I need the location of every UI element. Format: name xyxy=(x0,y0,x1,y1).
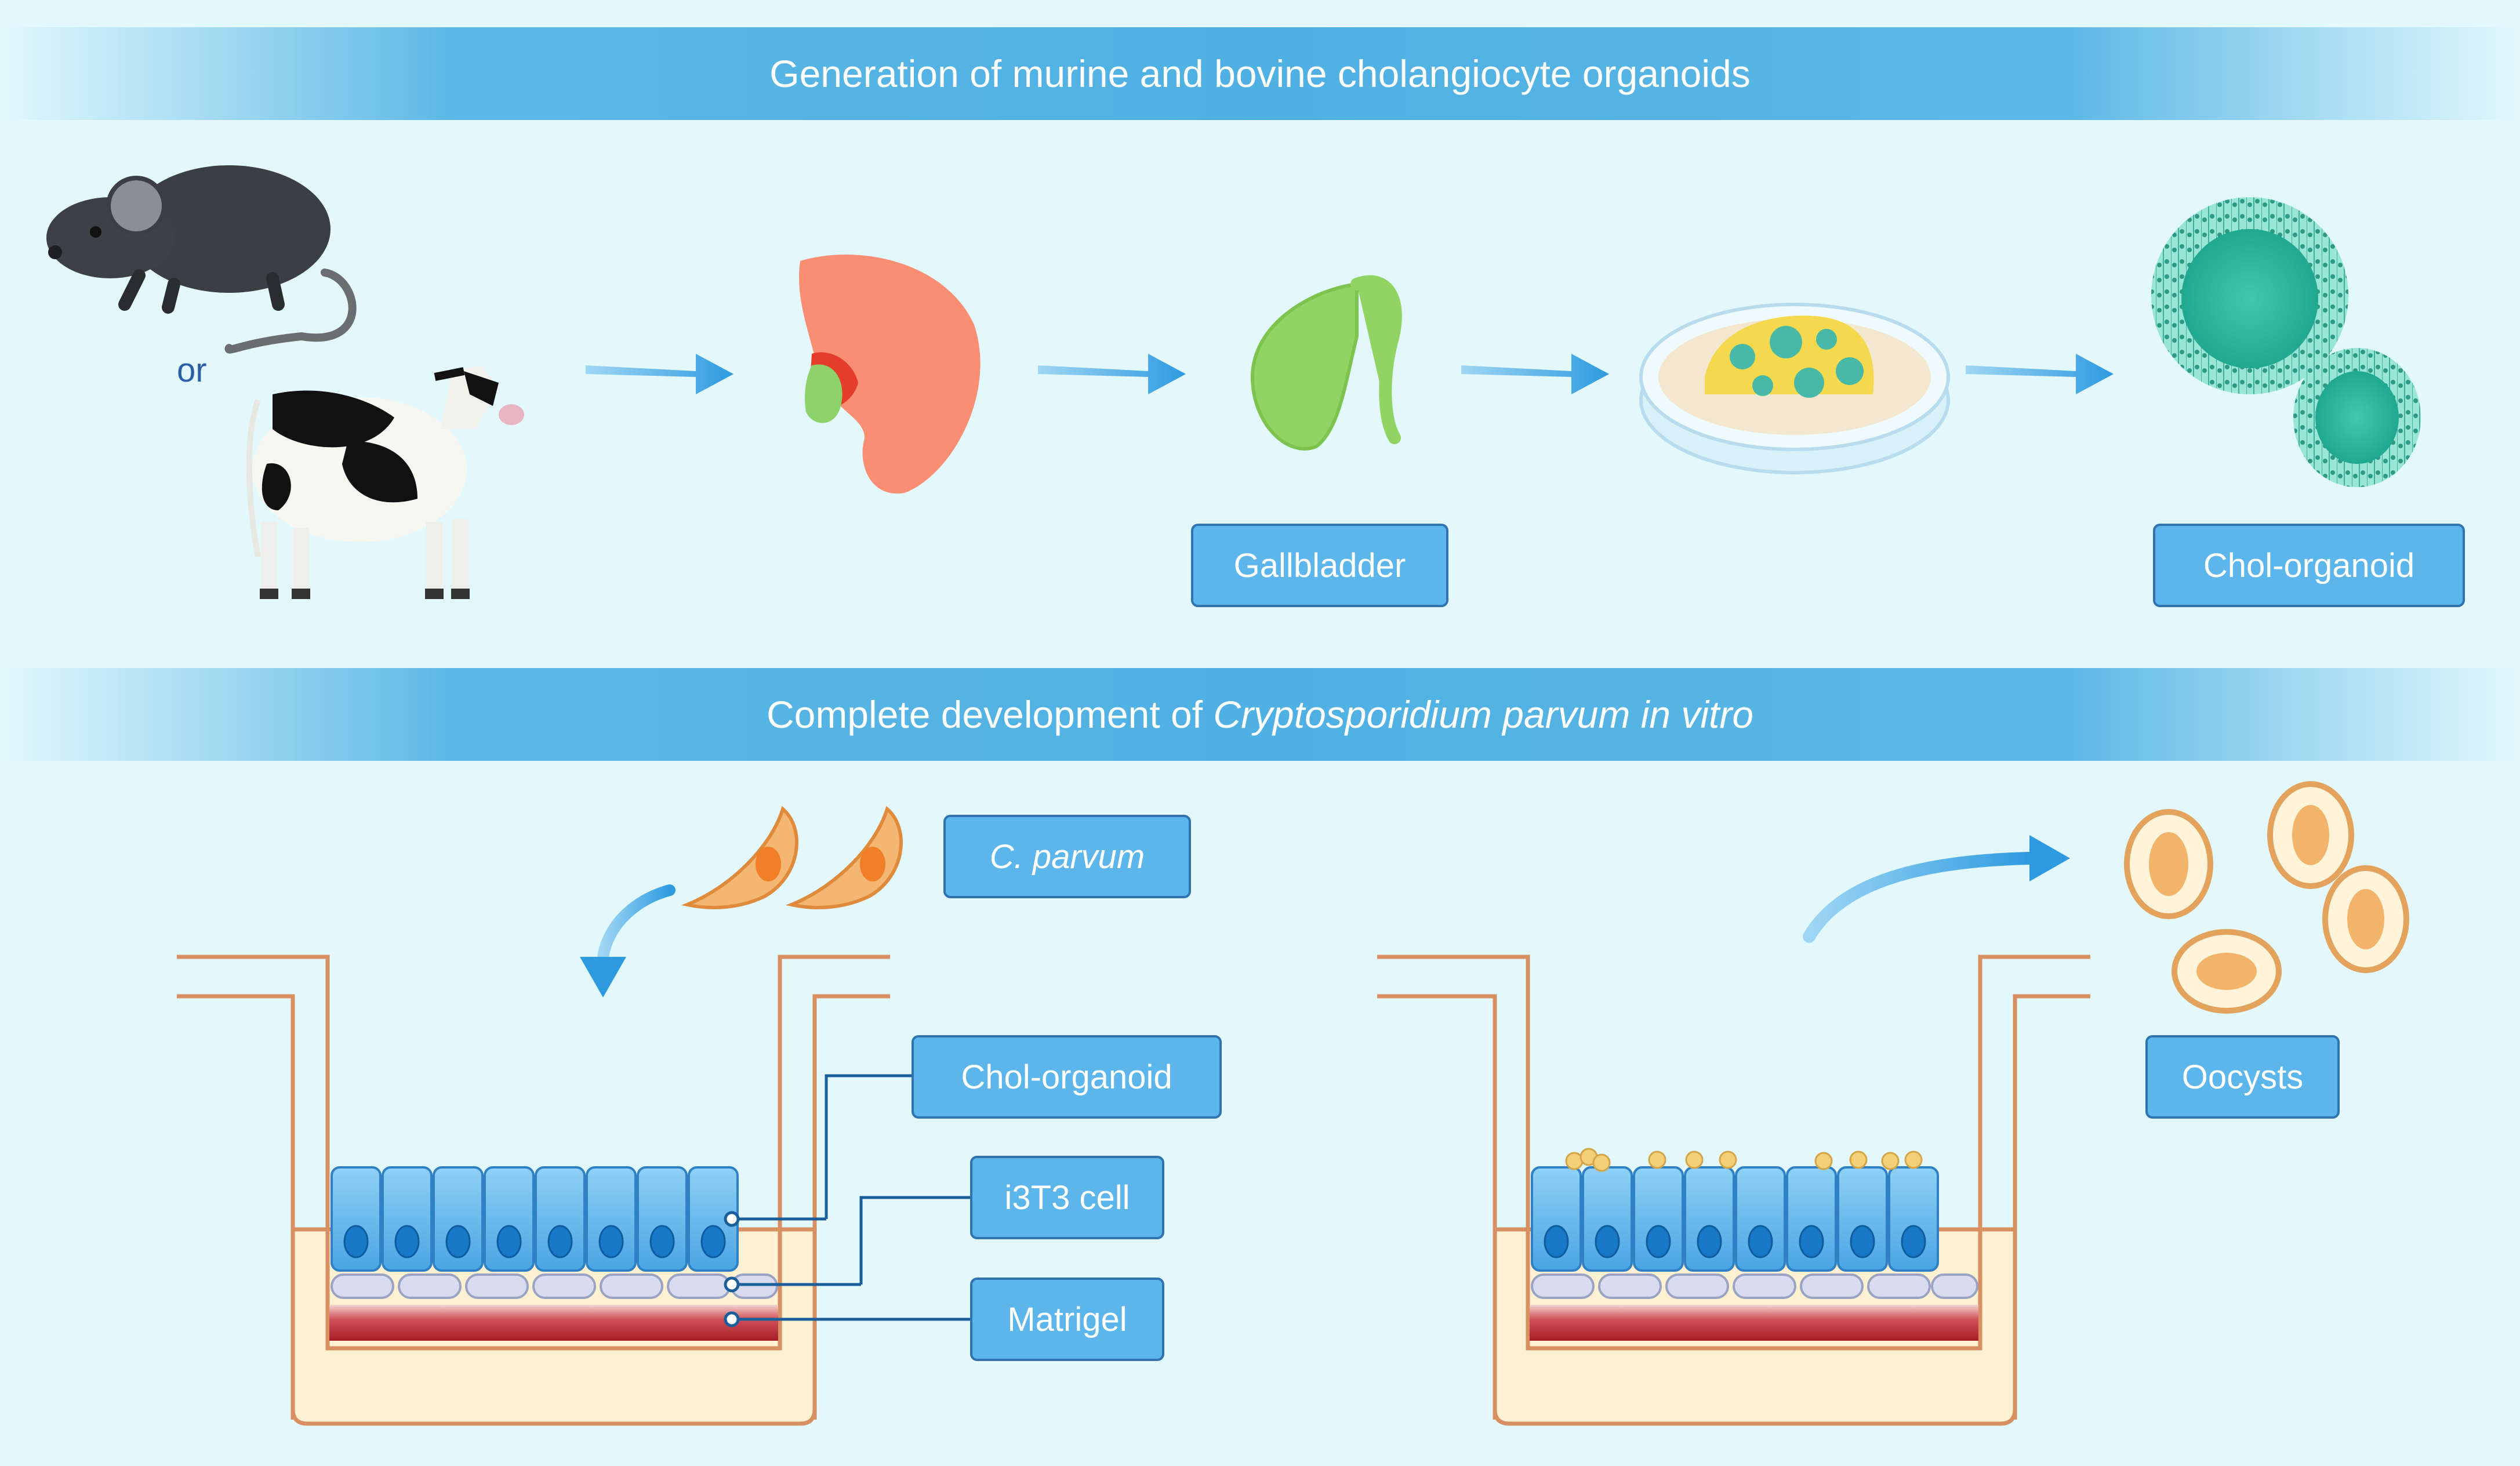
cell-nucleus xyxy=(343,1225,369,1258)
cell-nucleus xyxy=(496,1225,522,1258)
label-chol-organoid: Chol-organoid xyxy=(912,1035,1222,1119)
banner-top: Generation of murine and bovine cholangi… xyxy=(0,27,2520,120)
banner-bottom: Complete development of Cryptosporidium … xyxy=(0,668,2520,761)
cell-nucleus xyxy=(1748,1225,1773,1258)
label-gallbladder: Gallbladder xyxy=(1191,524,1448,607)
or-text: or xyxy=(177,351,207,389)
transwell-left xyxy=(177,955,971,1426)
organoid-icon xyxy=(2151,197,2421,487)
epithelial-cell-row xyxy=(331,1166,739,1272)
cell-nucleus xyxy=(1595,1225,1620,1258)
cell-nucleus xyxy=(649,1225,675,1258)
cell-nucleus xyxy=(1646,1225,1671,1258)
oocyst-icon xyxy=(2124,781,2409,1014)
sporozoite-icon xyxy=(681,805,903,909)
cell-nucleus xyxy=(1544,1225,1569,1258)
cell-nucleus xyxy=(598,1225,624,1258)
epithelial-cell-row-right xyxy=(1531,1166,1939,1272)
banner-bottom-prefix: Complete development of xyxy=(766,693,1214,736)
label-i3t3-cell: i3T3 cell xyxy=(970,1156,1164,1239)
cell-nucleus xyxy=(1799,1225,1824,1258)
arrow-2 xyxy=(1038,354,1186,394)
label-oocysts: Oocysts xyxy=(2145,1035,2340,1119)
i3t3-cell-row-right xyxy=(1531,1273,1978,1299)
cell-nucleus xyxy=(1901,1225,1926,1258)
cell-nucleus xyxy=(445,1225,471,1258)
banner-bottom-italic: Cryptosporidium parvum in vitro xyxy=(1213,693,1754,736)
i3t3-cell-row xyxy=(331,1273,778,1299)
arrow-1 xyxy=(586,354,734,394)
label-chol-organoid-top: Chol-organoid xyxy=(2153,524,2465,607)
gallbladder-icon xyxy=(1250,275,1402,451)
label-c-parvum: C. parvum xyxy=(943,815,1191,898)
petri-dish-icon xyxy=(1639,303,1950,474)
transwell-right xyxy=(1377,955,2090,1426)
mouse-icon xyxy=(46,165,357,354)
arrow-4 xyxy=(1966,354,2114,394)
cell-nucleus xyxy=(1850,1225,1875,1258)
banner-top-title: Generation of murine and bovine cholangi… xyxy=(769,52,1751,95)
liver-icon xyxy=(798,255,981,494)
curved-arrow-down xyxy=(580,884,676,997)
cell-nucleus xyxy=(394,1225,420,1258)
cell-nucleus xyxy=(547,1225,573,1258)
arrow-3 xyxy=(1461,354,1609,394)
cow-icon xyxy=(246,365,524,599)
curved-arrow-up xyxy=(1803,835,2070,943)
cell-nucleus xyxy=(1697,1225,1722,1258)
cell-nucleus xyxy=(700,1225,726,1258)
label-matrigel: Matrigel xyxy=(970,1278,1164,1361)
parasite-beads xyxy=(1565,1148,1923,1172)
